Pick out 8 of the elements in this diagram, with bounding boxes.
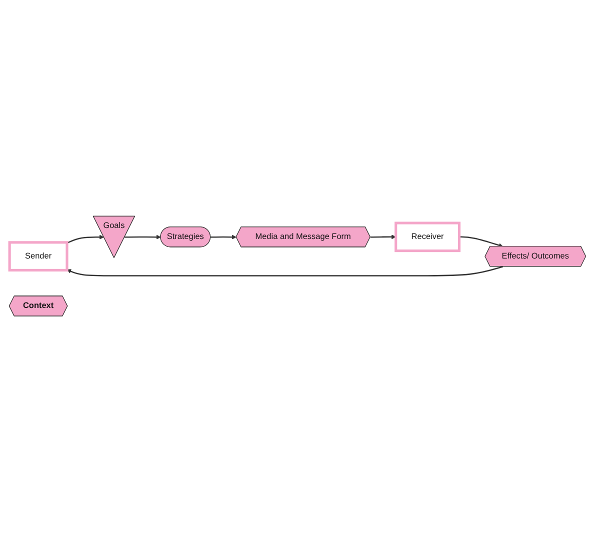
arrow: [459, 236, 504, 248]
arrow: [210, 235, 236, 240]
arrow: [66, 266, 504, 277]
arrow: [370, 235, 396, 240]
arrow: [66, 235, 104, 244]
arrow: [124, 235, 161, 240]
node-box: Sender: [8, 242, 68, 272]
node-box: Receiver: [394, 222, 461, 253]
